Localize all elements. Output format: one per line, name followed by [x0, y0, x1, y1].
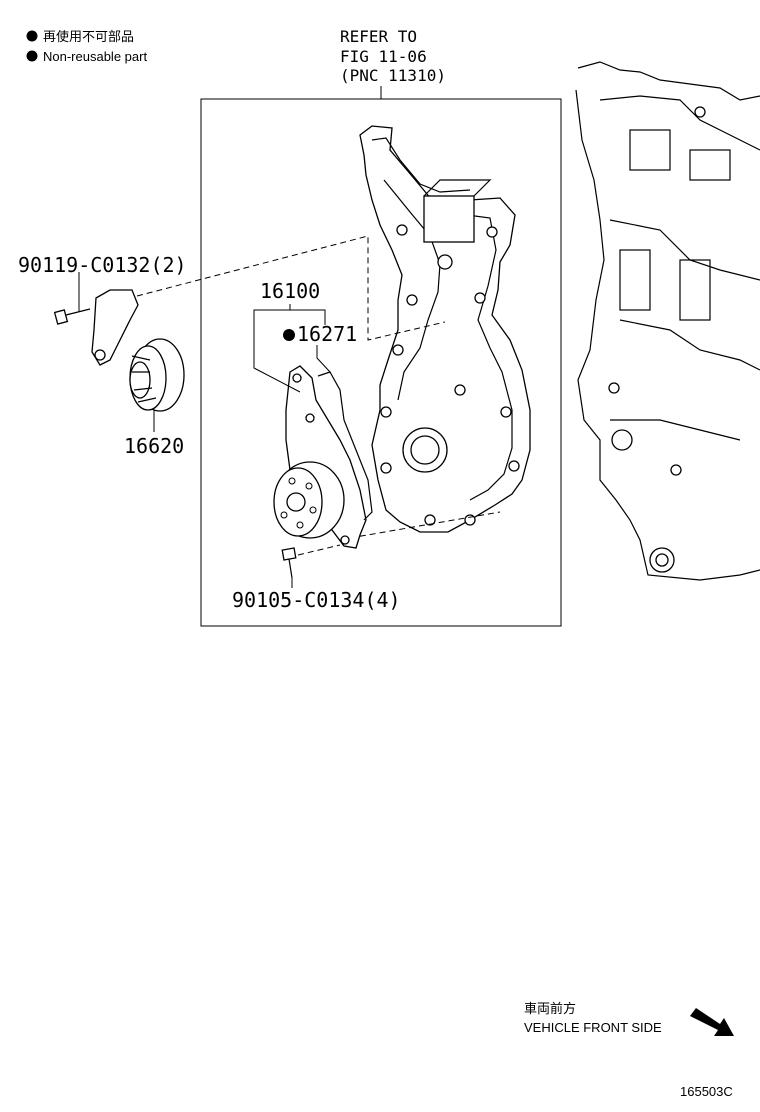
front-english: VEHICLE FRONT SIDE: [524, 1020, 662, 1035]
bolt-upper-illustration: [53, 272, 91, 325]
bolt-lower-illustration: [281, 547, 297, 588]
refer-line-2: FIG 11-06: [340, 47, 427, 66]
non-reusable-bullet-icon: [26, 30, 38, 42]
legend-english: Non-reusable part: [43, 49, 147, 64]
idler-pulley-illustration: [91, 289, 185, 432]
front-arrow-icon: [690, 1008, 734, 1036]
legend: 再使用不可部品 Non-reusable part: [26, 29, 147, 64]
legend-japanese: 再使用不可部品: [43, 29, 134, 44]
water-pump-illustration: [273, 365, 373, 549]
non-reusable-bullet-icon: [283, 329, 295, 341]
callout-water-pump[interactable]: 16100: [260, 279, 320, 303]
non-reusable-bullet-icon: [26, 50, 38, 62]
refer-note[interactable]: REFER TO FIG 11-06 (PNC 11310): [340, 27, 446, 85]
bolt-lower-leader: [297, 544, 341, 556]
water-pump-bracket: [253, 304, 326, 393]
timing-cover-illustration: [359, 125, 531, 533]
vehicle-front-indicator: 車両前方 VEHICLE FRONT SIDE: [524, 1001, 734, 1036]
callout-idler-pulley[interactable]: 16620: [124, 434, 184, 458]
callout-gasket[interactable]: 16271: [297, 322, 357, 346]
engine-block-illustration: [575, 61, 760, 581]
bolt-upper-leader: [136, 235, 446, 341]
figure-id: 165503C: [680, 1084, 733, 1099]
refer-line-3: (PNC 11310): [340, 66, 446, 85]
callout-bolt-upper[interactable]: 90119-C0132(2): [18, 253, 187, 277]
front-japanese: 車両前方: [524, 1001, 576, 1016]
pump-mount-leader: [349, 511, 501, 539]
gasket-leader: [316, 345, 331, 373]
callout-bolt-lower[interactable]: 90105-C0134(4): [232, 588, 401, 612]
refer-line-1: REFER TO: [340, 27, 417, 46]
